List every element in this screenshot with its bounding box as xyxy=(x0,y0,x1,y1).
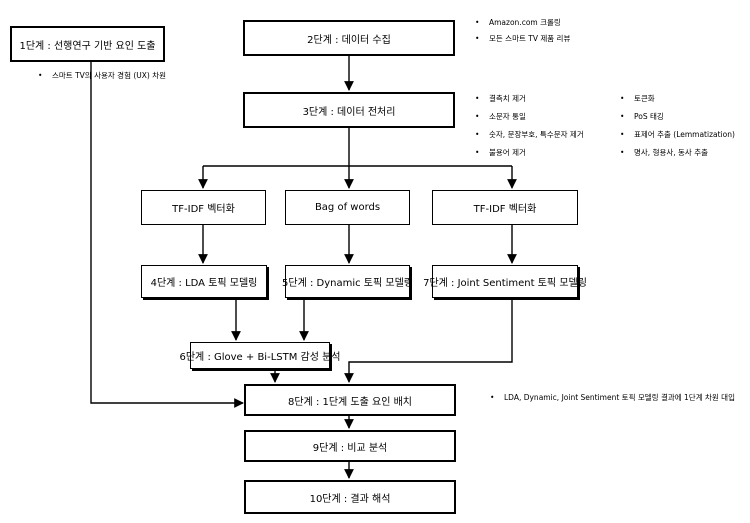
step2-box: 2단계 : 데이터 수집 xyxy=(243,20,455,56)
bag-of-words-label: Bag of words xyxy=(314,202,381,213)
tfidf-left-box: TF-IDF 벡터화 xyxy=(141,190,266,225)
arrow-step7-to-step8 xyxy=(344,298,513,383)
step5-label: 5단계 : Dynamic 토픽 모델링 xyxy=(282,278,413,289)
tfidf-left-label: TF-IDF 벡터화 xyxy=(172,204,235,215)
note-item: •스마트 TV의 사용자 경험 (UX) 차원 xyxy=(38,71,167,80)
step6-box: 6단계 : Glove + Bi-LSTM 감성 분석 xyxy=(180,342,341,369)
step3-note-left: •결측치 제거 •소문자 통일 •숫자, 문장부호, 특수문자 제거 •불용어 … xyxy=(475,90,584,162)
arrow-step1-to-step8 xyxy=(90,62,244,408)
note-item: •PoS 태깅 xyxy=(620,112,664,121)
tfidf-right-box: TF-IDF 벡터화 xyxy=(432,190,578,225)
note-item: •토큰화 xyxy=(620,94,655,103)
step2-note: •Amazon.com 크롤링 •모든 스마트 TV 제품 리뷰 xyxy=(475,15,570,47)
note-item: •명사, 형용사, 동사 추출 xyxy=(620,148,709,157)
step4-label: 4단계 : LDA 토픽 모델링 xyxy=(150,278,258,289)
step7-label: 7단계 : Joint Sentiment 토픽 모델링 xyxy=(423,278,587,289)
step5-box: 5단계 : Dynamic 토픽 모델링 xyxy=(282,265,413,298)
step10-label: 10단계 : 결과 해석 xyxy=(309,493,391,505)
step9-box: 9단계 : 비교 분석 xyxy=(244,430,456,462)
step2-label: 2단계 : 데이터 수집 xyxy=(307,34,391,46)
step3-note-right: •토큰화 •PoS 태깅 •표제어 추출 (Lemmatization) •명사… xyxy=(620,90,735,162)
step3-label: 3단계 : 데이터 전처리 xyxy=(302,106,396,118)
step3-box: 3단계 : 데이터 전처리 xyxy=(243,92,455,128)
step1-box: 1단계 : 선행연구 기반 요인 도출 xyxy=(10,26,165,62)
step8-note: •LDA, Dynamic, Joint Sentiment 토픽 모델링 결과… xyxy=(490,392,735,403)
step6-label: 6단계 : Glove + Bi-LSTM 감성 분석 xyxy=(179,352,341,363)
step9-label: 9단계 : 비교 분석 xyxy=(312,442,388,454)
note-item: •표제어 추출 (Lemmatization) xyxy=(620,130,735,139)
note-item: •Amazon.com 크롤링 xyxy=(475,18,561,27)
note-item: •불용어 제거 xyxy=(475,148,526,157)
note-item: •LDA, Dynamic, Joint Sentiment 토픽 모델링 결과… xyxy=(490,393,735,402)
step7-box: 7단계 : Joint Sentiment 토픽 모델링 xyxy=(423,265,587,298)
note-item: •결측치 제거 xyxy=(475,94,526,103)
note-item: •모든 스마트 TV 제품 리뷰 xyxy=(475,34,571,43)
step10-box: 10단계 : 결과 해석 xyxy=(244,480,456,514)
note-item: •숫자, 문장부호, 특수문자 제거 xyxy=(475,130,584,139)
bag-of-words-box: Bag of words xyxy=(285,190,410,225)
step8-label: 8단계 : 1단계 도출 요인 배치 xyxy=(288,396,412,408)
note-item: •소문자 통일 xyxy=(475,112,526,121)
tfidf-right-label: TF-IDF 벡터화 xyxy=(473,204,537,215)
step8-box: 8단계 : 1단계 도출 요인 배치 xyxy=(244,384,456,416)
step1-note: •스마트 TV의 사용자 경험 (UX) 차원 xyxy=(38,70,166,81)
step1-label: 1단계 : 선행연구 기반 요인 도출 xyxy=(19,40,156,52)
step4-box: 4단계 : LDA 토픽 모델링 xyxy=(141,265,267,298)
